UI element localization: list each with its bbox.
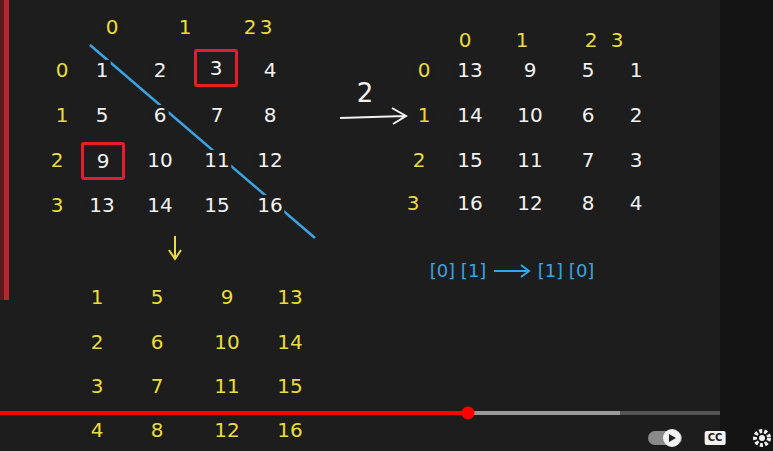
matrix-cell: 10 [145, 150, 174, 170]
matrix-cell: 6 [580, 105, 597, 125]
settings-gear [755, 431, 769, 445]
index-number: 0 [104, 17, 121, 37]
matrix-cell: 2 [152, 60, 169, 80]
matrix-cell: 11 [202, 150, 231, 170]
matrix-cell: 1 [628, 60, 645, 80]
index-number: 1 [177, 17, 194, 37]
matrix-cell: 4 [89, 420, 106, 440]
index-number: 1 [514, 30, 531, 50]
matrix-cell: 6 [149, 332, 166, 352]
matrix-cell: 16 [255, 195, 284, 215]
highlight-box: 3 [194, 49, 238, 87]
presenter-shadow [0, 0, 4, 300]
matrix-cell: 1 [89, 287, 106, 307]
matrix-cell: 2 [89, 332, 106, 352]
diagonal-line [90, 45, 315, 238]
progress-buffer [468, 411, 620, 415]
matrix-cell: 5 [149, 287, 166, 307]
matrix-cell: 16 [455, 193, 484, 213]
matrix-cell: 13 [275, 287, 304, 307]
caption-button: CC [705, 431, 726, 445]
matrix-cell: 7 [209, 105, 226, 125]
matrix-cell: 13 [455, 60, 484, 80]
matrix-cell: 8 [149, 420, 166, 440]
index-number: 2 [49, 150, 66, 170]
index-number: 2 [583, 30, 600, 50]
index-number: 3 [49, 195, 66, 215]
matrix-cell: 15 [455, 150, 484, 170]
matrix-cell: 12 [255, 150, 284, 170]
swap-arrow [494, 265, 529, 277]
matrix-cell: 6 [152, 105, 169, 125]
matrix-cell: 11 [212, 376, 241, 396]
matrix-cell: 2 [628, 105, 645, 125]
matrix-cell: 3 [628, 150, 645, 170]
matrix-cell: 10 [212, 332, 241, 352]
progress-thumb [462, 407, 475, 420]
matrix-cell: 8 [262, 105, 279, 125]
progress-played [0, 411, 468, 415]
matrix-cell: 4 [262, 60, 279, 80]
swap-note: [0] [1] [428, 262, 489, 280]
matrix-cell: 13 [87, 195, 116, 215]
presenter-shirt [0, 0, 9, 300]
index-number: 3 [609, 30, 626, 50]
index-number: 1 [416, 105, 433, 125]
matrix-cell: 8 [580, 193, 597, 213]
matrix-cell: 3 [210, 58, 223, 78]
matrix-cell: 7 [580, 150, 597, 170]
matrix-cell: 10 [515, 105, 544, 125]
rotate-arrow [340, 108, 406, 124]
matrix-cell: 12 [515, 193, 544, 213]
index-number: 2 [411, 150, 428, 170]
matrix-cell: 9 [522, 60, 539, 80]
side-strip [720, 0, 773, 451]
index-number: 2 [242, 17, 259, 37]
matrix-cell: 11 [515, 150, 544, 170]
matrix-cell: 9 [97, 151, 110, 171]
autoplay-knob [663, 429, 681, 447]
progress-track [0, 411, 720, 415]
highlight-box: 9 [81, 142, 125, 180]
matrix-cell: 15 [202, 195, 231, 215]
step-number: 2 [355, 80, 376, 106]
swap-note: [1] [0] [536, 262, 597, 280]
index-number: 0 [54, 60, 71, 80]
matrix-cell: 4 [628, 193, 645, 213]
matrix-cell: 5 [580, 60, 597, 80]
matrix-cell: 15 [275, 376, 304, 396]
matrix-cell: 14 [275, 332, 304, 352]
index-number: 3 [258, 17, 275, 37]
index-number: 0 [457, 30, 474, 50]
index-number: 3 [405, 193, 422, 213]
matrix-cell: 16 [275, 420, 304, 440]
matrix-cell: 1 [94, 60, 111, 80]
matrix-cell: 3 [89, 376, 106, 396]
matrix-cell: 9 [219, 287, 236, 307]
matrix-cell: 12 [212, 420, 241, 440]
matrix-cell: 5 [94, 105, 111, 125]
matrix-cell: 14 [145, 195, 174, 215]
settings-gear-center [759, 435, 765, 441]
matrix-cell: 14 [455, 105, 484, 125]
matrix-cell: 7 [149, 376, 166, 396]
transpose-arrow [169, 236, 181, 259]
index-number: 1 [54, 105, 71, 125]
play-icon [669, 434, 676, 442]
index-number: 0 [416, 60, 433, 80]
